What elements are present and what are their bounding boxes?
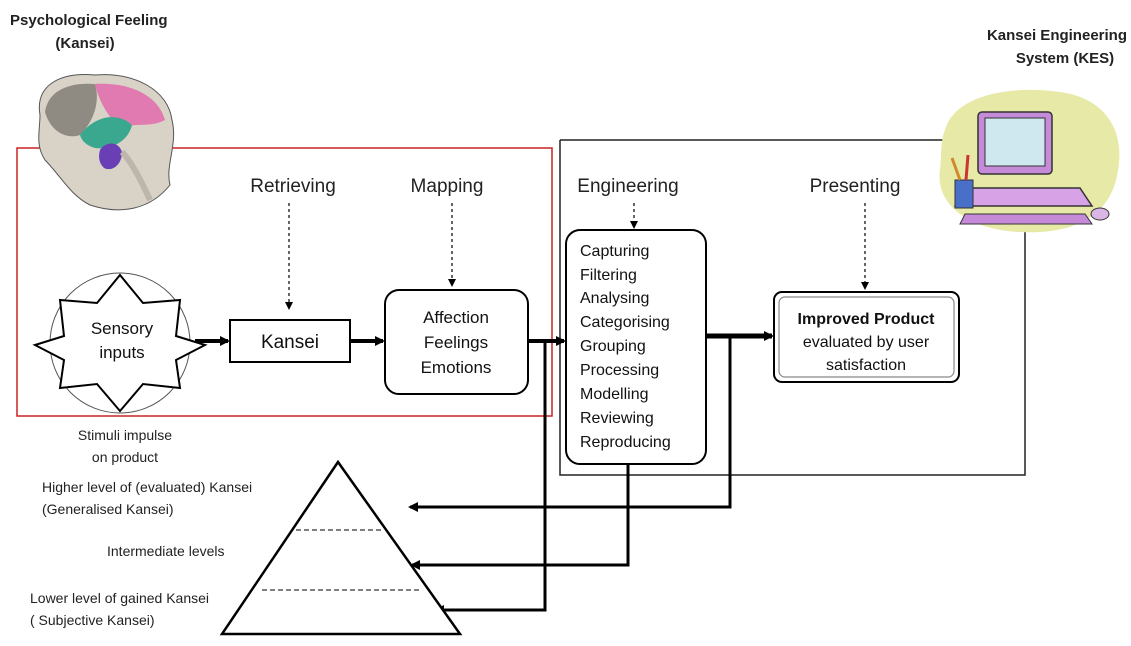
stage-presenting: Presenting <box>810 176 901 197</box>
stage-mapping: Mapping <box>411 176 484 197</box>
engineering-steps-node: Capturing Filtering Analysing Categorisi… <box>565 229 707 465</box>
feedback-to-higher-level <box>408 336 732 512</box>
feedback-to-lower-level <box>434 341 547 615</box>
right-title-line1: Kansei Engineering <box>987 27 1127 44</box>
kansei-level-pyramid <box>219 459 463 636</box>
right-title-line2: System (KES) <box>1016 50 1114 67</box>
affection-line-1: Affection <box>423 308 489 327</box>
psychological-feeling-frame <box>16 147 553 417</box>
brain-icon <box>38 74 175 211</box>
affection-node: Affection Feelings Emotions <box>384 289 529 395</box>
feedback-to-intermediate-level <box>410 464 630 570</box>
higher-level-label-line1: Higher level of (evaluated) Kansei <box>42 479 252 495</box>
product-title: Improved Product <box>798 311 936 328</box>
stimuli-label-line2: on product <box>92 449 158 465</box>
affection-line-2: Feelings <box>424 333 488 352</box>
engineering-step: Reproducing <box>580 434 671 451</box>
engineering-step: Capturing <box>580 243 649 260</box>
stage-retrieving: Retrieving <box>250 176 336 197</box>
engineering-step: Reviewing <box>580 410 654 427</box>
left-title-line2: (Kansei) <box>55 35 114 52</box>
engineering-step: Grouping <box>580 338 646 355</box>
computer-icon <box>939 89 1120 233</box>
sensory-label-line1: Sensory <box>91 319 154 338</box>
lower-level-label-line1: Lower level of gained Kansei <box>30 590 209 606</box>
engineering-step: Filtering <box>580 267 637 284</box>
kes-frame <box>559 140 1026 476</box>
kansei-label: Kansei <box>261 332 319 353</box>
stage-engineering: Engineering <box>577 176 678 197</box>
engineering-step: Analysing <box>580 290 649 307</box>
stimuli-label-line1: Stimuli impulse <box>78 427 172 443</box>
product-line2: evaluated by user <box>803 334 930 351</box>
improved-product-node: Improved Product evaluated by user satis… <box>773 291 960 383</box>
sensory-label-line2: inputs <box>99 343 144 362</box>
affection-line-3: Emotions <box>421 358 492 377</box>
intermediate-level-label: Intermediate levels <box>107 543 225 559</box>
engineering-step: Modelling <box>580 386 648 403</box>
product-line3: satisfaction <box>826 357 906 374</box>
higher-level-label-line2: (Generalised Kansei) <box>42 501 174 517</box>
engineering-step: Processing <box>580 362 659 379</box>
left-title-line1: Psychological Feeling <box>10 12 168 29</box>
kansei-node: Kansei <box>229 319 351 363</box>
engineering-step: Categorising <box>580 314 670 331</box>
lower-level-label-line2: ( Subjective Kansei) <box>30 612 155 628</box>
sensory-inputs-node: Sensory inputs <box>32 272 208 414</box>
